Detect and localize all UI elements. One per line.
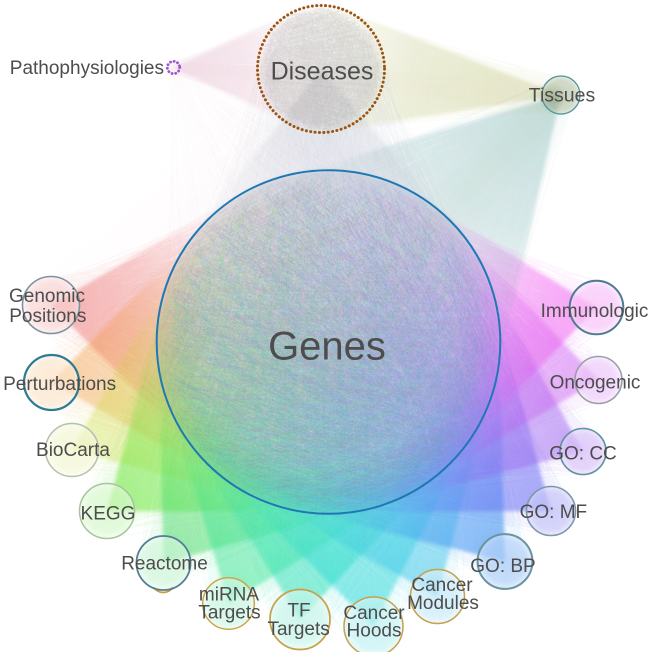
svg-text:GO: BP: GO: BP [470, 556, 535, 577]
svg-text:BioCarta: BioCarta [36, 440, 110, 461]
svg-text:GO: CC: GO: CC [549, 444, 617, 465]
svg-text:Targets: Targets [198, 603, 260, 624]
svg-text:Diseases: Diseases [271, 57, 374, 85]
svg-text:miRNA: miRNA [199, 584, 259, 605]
svg-text:Pathophysiologies: Pathophysiologies [10, 58, 164, 79]
svg-text:Hoods: Hoods [347, 621, 402, 642]
svg-text:Cancer: Cancer [343, 603, 405, 624]
svg-text:Modules: Modules [407, 593, 479, 614]
svg-text:Reactome: Reactome [121, 554, 208, 575]
svg-text:Targets: Targets [267, 619, 329, 640]
svg-text:Positions: Positions [9, 306, 86, 327]
svg-text:KEGG: KEGG [81, 503, 136, 524]
svg-text:Perturbations: Perturbations [3, 374, 116, 395]
svg-text:TF: TF [287, 600, 310, 621]
svg-text:Oncogenic: Oncogenic [550, 372, 641, 393]
svg-text:GO: MF: GO: MF [520, 502, 588, 523]
svg-text:Immunologic: Immunologic [541, 301, 649, 322]
svg-text:Tissues: Tissues [529, 84, 596, 106]
svg-text:Genomic: Genomic [9, 286, 85, 307]
svg-text:Cancer: Cancer [411, 575, 473, 596]
svg-text:Genes: Genes [268, 324, 386, 368]
